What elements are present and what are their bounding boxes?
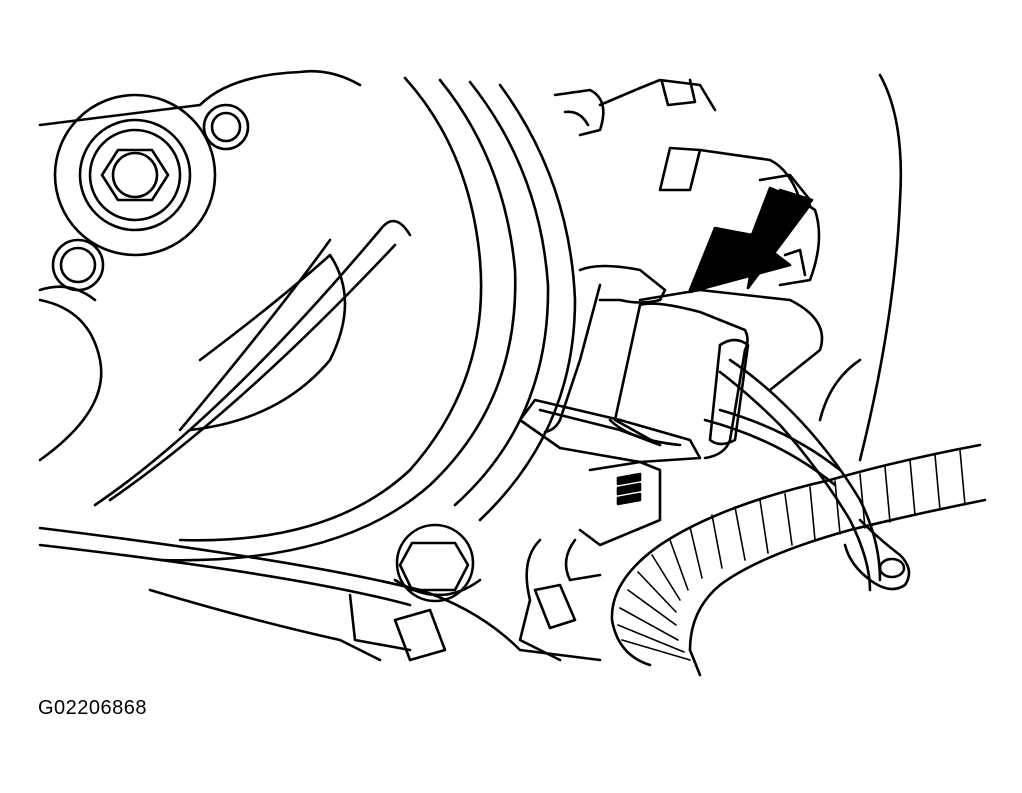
lower-housing-detail <box>348 460 662 662</box>
bracket <box>553 73 903 462</box>
hex-bolt-upper <box>53 93 217 257</box>
mounting-holes <box>51 103 250 292</box>
wire-lead <box>703 358 882 592</box>
arrow-icon <box>688 186 814 294</box>
sensor-connector <box>518 264 750 464</box>
figure-id-label: G02206868 <box>38 697 148 719</box>
pulley <box>93 76 577 562</box>
housing-outline <box>38 70 602 662</box>
wire-harness <box>610 443 987 677</box>
hex-bolt-lower <box>393 523 482 603</box>
